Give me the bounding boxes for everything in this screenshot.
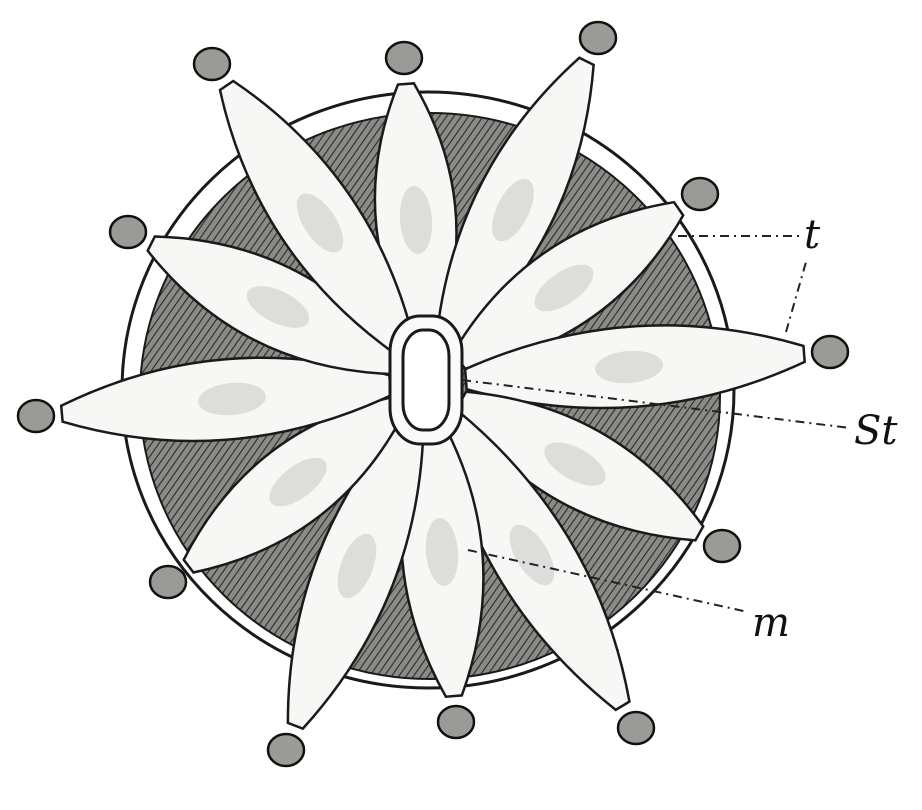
arm-knob-5 bbox=[702, 528, 742, 564]
arm-shade-2 bbox=[492, 178, 534, 242]
arm-knob-1 bbox=[384, 40, 424, 76]
arm-shade-7 bbox=[425, 518, 459, 586]
arm-knob-6 bbox=[616, 710, 656, 746]
label-m: m bbox=[752, 600, 790, 646]
arm-knob-8 bbox=[266, 732, 306, 768]
label-t: t bbox=[804, 212, 821, 258]
arm-shade-12 bbox=[296, 193, 344, 253]
label-st: St bbox=[854, 408, 898, 454]
arm-knob-4 bbox=[810, 334, 850, 370]
arm-knob-9 bbox=[148, 564, 188, 600]
arm-shade-10 bbox=[198, 382, 266, 416]
annotation-leaders bbox=[461, 235, 851, 613]
arm-shade-4 bbox=[595, 350, 663, 384]
arm-shade-1 bbox=[399, 186, 433, 254]
arm-shade-11 bbox=[246, 286, 310, 328]
central-mouth bbox=[388, 314, 464, 446]
arm-shade-5 bbox=[544, 442, 606, 486]
arm-knob-2 bbox=[578, 20, 618, 56]
arm-knob-12 bbox=[192, 46, 232, 82]
arm-knob-3 bbox=[680, 176, 720, 212]
arm-shade-6 bbox=[509, 524, 555, 586]
arm-knob-7 bbox=[436, 704, 476, 740]
arm-shade-3 bbox=[534, 264, 594, 312]
radial-arms bbox=[16, 20, 850, 768]
leader-st bbox=[461, 379, 851, 429]
arm-knob-10 bbox=[16, 398, 56, 434]
arm-shade-8 bbox=[337, 533, 377, 599]
leader-m bbox=[467, 549, 749, 613]
arm-shade-9 bbox=[269, 457, 327, 507]
arm-knob-11 bbox=[108, 214, 148, 250]
leader-t-2 bbox=[785, 261, 807, 333]
